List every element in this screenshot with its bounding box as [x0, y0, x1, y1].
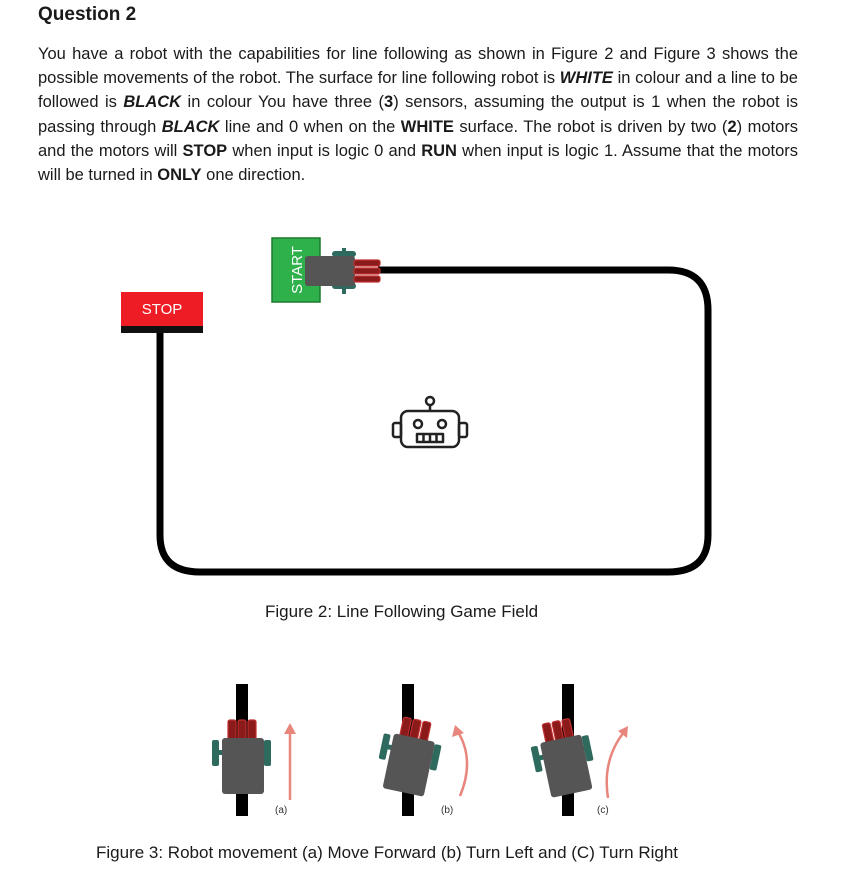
movement-a: (a) — [212, 684, 296, 816]
line-track — [156, 266, 712, 576]
wheel-icon — [581, 735, 594, 762]
question-title: Question 2 — [38, 4, 137, 25]
start-robot — [305, 248, 381, 294]
sensor-icon — [353, 275, 381, 283]
wheel-icon — [429, 744, 442, 771]
wheel-icon — [264, 740, 271, 766]
figure2-caption: Figure 2: Line Following Game Field — [265, 602, 539, 621]
start-label: START — [289, 246, 306, 294]
label-c: (c) — [597, 805, 609, 816]
stop-label: STOP — [142, 301, 183, 318]
start-box: START — [271, 237, 321, 303]
sensor-icon — [353, 259, 381, 267]
wheel-icon — [212, 740, 219, 766]
figure3-caption: Figure 3: Robot movement (a) Move Forwar… — [96, 843, 679, 862]
label-b: (b) — [441, 805, 453, 816]
question-text: You have a robot with the capabilities f… — [38, 45, 799, 185]
movement-b: (b) — [378, 684, 469, 816]
arrow-turn-left-icon — [456, 731, 469, 797]
wheel-icon — [378, 733, 391, 760]
sensor-icon — [353, 267, 381, 275]
movement-c: (c) — [530, 684, 628, 816]
wheel-icon — [530, 746, 543, 773]
stop-box: STOP — [121, 292, 203, 333]
arrow-turn-right-icon — [605, 731, 625, 799]
label-a: (a) — [275, 805, 287, 816]
robot-icon — [391, 395, 469, 449]
